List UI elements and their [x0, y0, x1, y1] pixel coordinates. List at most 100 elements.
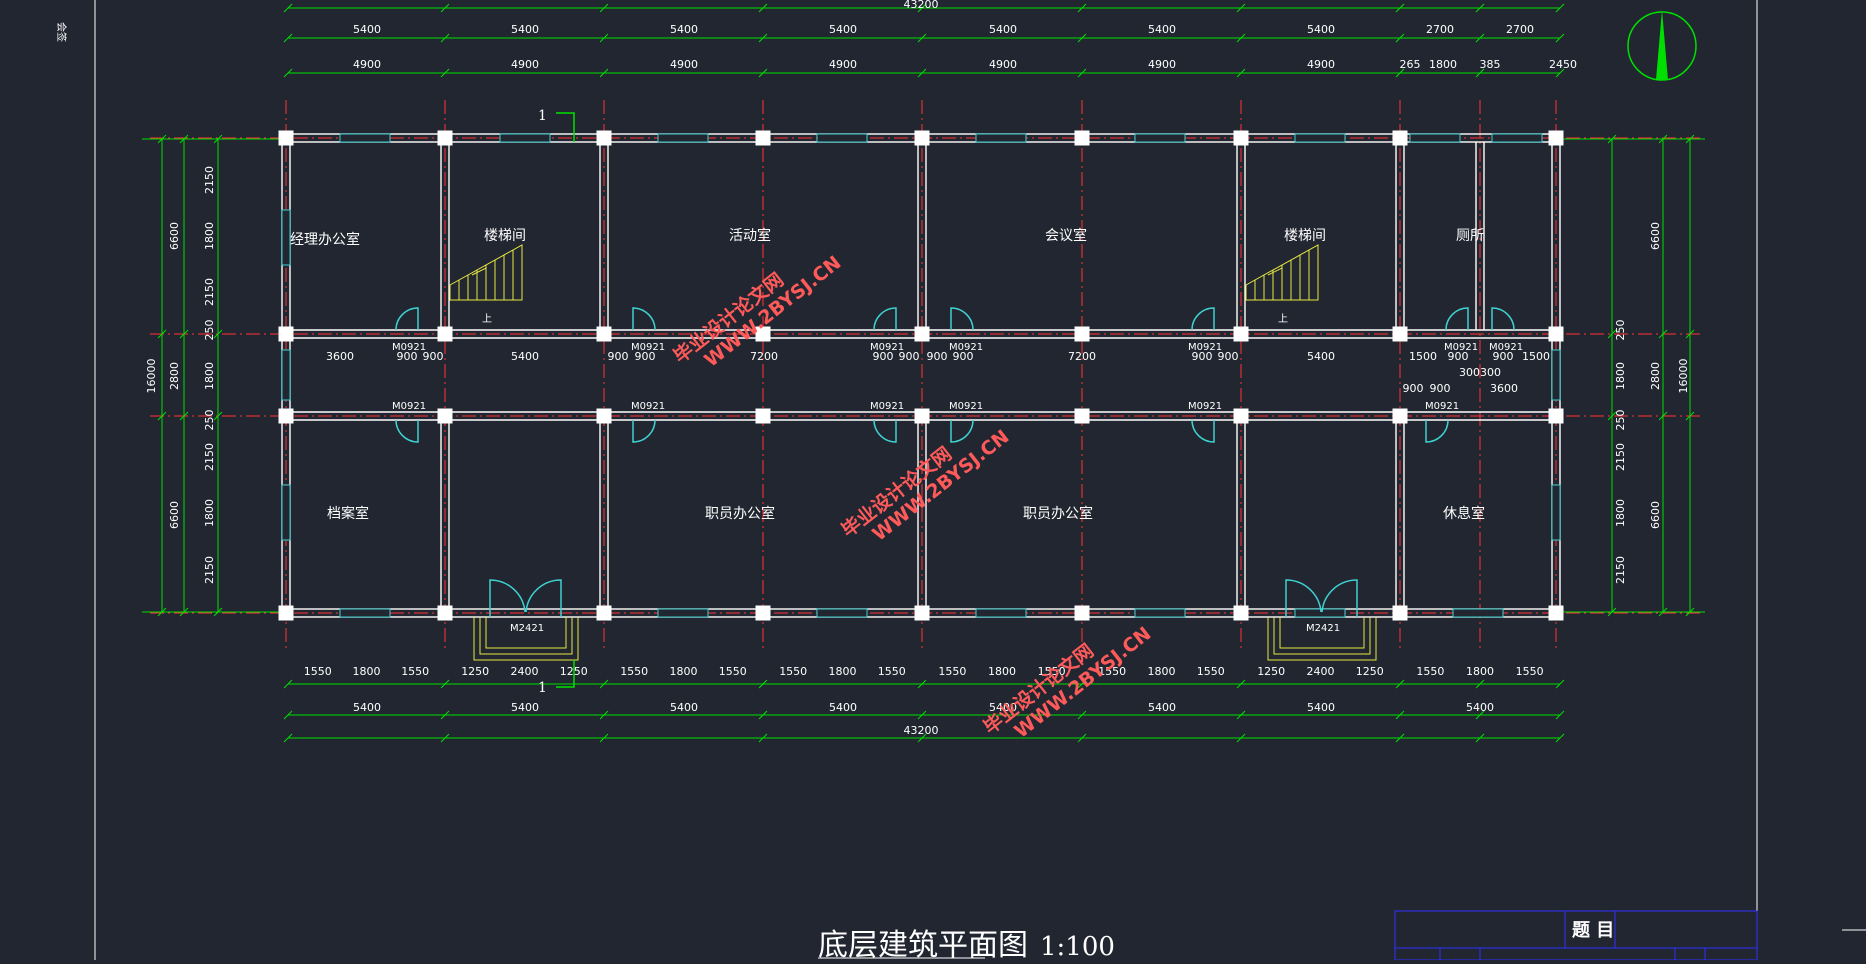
door-label: M0921	[1489, 342, 1523, 353]
structural-columns	[278, 130, 1564, 621]
dim-tick	[157, 607, 167, 617]
door-label: M0921	[392, 401, 426, 412]
dim-tick	[1685, 607, 1695, 617]
stair-2-up-label: 上	[1278, 313, 1288, 325]
dim-label: 2400	[511, 665, 539, 678]
dim-label: 6600	[1649, 222, 1662, 250]
column	[278, 326, 294, 342]
room-archive: 档案室	[327, 505, 369, 522]
dim-tick	[758, 33, 768, 43]
dim-label: 265	[1400, 58, 1421, 71]
dim-label: 4900	[1307, 58, 1335, 71]
dim-label: 1800	[829, 665, 857, 678]
stair-2-icon	[1245, 244, 1319, 301]
dim-label: 2450	[1549, 58, 1577, 71]
side-signature-tag: 会签	[55, 22, 68, 42]
dim-label: 250	[1614, 320, 1627, 341]
dim-label: 5400	[989, 701, 1017, 714]
dim-label: 900	[953, 350, 974, 363]
dim-tick	[1658, 411, 1668, 421]
dim-label: 1800	[1429, 58, 1457, 71]
dim-tick	[758, 68, 768, 78]
dim-label: 900	[423, 350, 444, 363]
room-labels: 经理办公室 楼梯间 活动室 会议室 楼梯间 厕所 档案室 职员办公室 职员办公室…	[290, 227, 1485, 522]
dim-tick	[1236, 68, 1246, 78]
dim-tick	[1236, 3, 1246, 13]
dim-tick	[1077, 679, 1087, 689]
dim-tick	[440, 710, 450, 720]
dim-tick	[1555, 733, 1565, 743]
dim-tick	[1555, 68, 1565, 78]
dim-tick	[758, 3, 768, 13]
drawing-frame	[94, 0, 1866, 960]
north-arrow-icon	[1627, 10, 1697, 81]
dim-label: 6600	[168, 501, 181, 529]
dim-label: 1500	[1522, 350, 1550, 363]
door-label: M0921	[949, 342, 983, 353]
dim-label: 900	[397, 350, 418, 363]
room-stair-2: 楼梯间	[1284, 228, 1326, 244]
windows	[281, 133, 1561, 618]
dim-tick	[1475, 3, 1485, 13]
door-label: M0921	[631, 401, 665, 412]
dim-tick	[917, 710, 927, 720]
dim-label: 4900	[670, 58, 698, 71]
dim-label: 250	[203, 410, 216, 431]
dim-tick	[1077, 3, 1087, 13]
dim-label: 3600	[326, 350, 354, 363]
dim-label: 900	[873, 350, 894, 363]
dim-label: 4900	[1148, 58, 1176, 71]
dim-tick	[179, 134, 189, 144]
dim-label: 5400	[670, 23, 698, 36]
column	[914, 408, 930, 424]
dim-label: 1800	[1466, 665, 1494, 678]
dim-tick	[1685, 411, 1695, 421]
column	[1233, 326, 1249, 342]
dim-label: 1250	[461, 665, 489, 678]
dim-label: 5400	[511, 350, 539, 363]
column	[755, 605, 771, 621]
dim-tick	[1395, 733, 1405, 743]
dim-label: 5400	[1466, 701, 1494, 714]
dim-tick	[1077, 33, 1087, 43]
door-label: M0921	[1188, 342, 1222, 353]
dim-tick	[179, 411, 189, 421]
column	[914, 326, 930, 342]
dim-bottom-axis-row: 5400 5400 5400 5400 5400 5400 5400 5400	[353, 701, 1494, 714]
door-label: M0921	[631, 342, 665, 353]
dim-label: 1550	[1416, 665, 1444, 678]
dim-label: 5400	[829, 701, 857, 714]
dim-label: 4900	[829, 58, 857, 71]
dim-tick	[1555, 3, 1565, 13]
column	[755, 130, 771, 146]
dim-label: 900	[1192, 350, 1213, 363]
walls	[281, 133, 1561, 618]
door-label: M0921	[1425, 401, 1459, 412]
dim-tick	[157, 329, 167, 339]
dim-tick	[1658, 134, 1668, 144]
column	[1548, 605, 1564, 621]
dim-tick	[599, 710, 609, 720]
dim-label: 1800	[203, 362, 216, 390]
drawing-title: 底层建筑平面图	[818, 928, 1028, 960]
dim-overall-top: 43200	[904, 0, 939, 11]
dim-tick	[917, 679, 927, 689]
column	[1548, 130, 1564, 146]
room-activity: 活动室	[729, 227, 771, 244]
dim-label: 1800	[670, 665, 698, 678]
dim-tick	[599, 68, 609, 78]
dim-label: 1550	[1197, 665, 1225, 678]
main-door-label: M2421	[1306, 623, 1340, 634]
dim-tick	[213, 134, 223, 144]
dim-tick	[1395, 33, 1405, 43]
section-marker-top: 1	[538, 108, 547, 124]
dim-label: 900	[1430, 382, 1451, 395]
dim-label: 1800	[353, 665, 381, 678]
room-toilet: 厕所	[1456, 228, 1484, 244]
dim-label: 5400	[353, 23, 381, 36]
dim-tick	[440, 733, 450, 743]
dim-top-detail-row: 4900 4900 4900 4900 4900 4900 4900 265 1…	[353, 58, 1577, 71]
dim-tick	[758, 733, 768, 743]
dim-label: 1800	[1148, 665, 1176, 678]
